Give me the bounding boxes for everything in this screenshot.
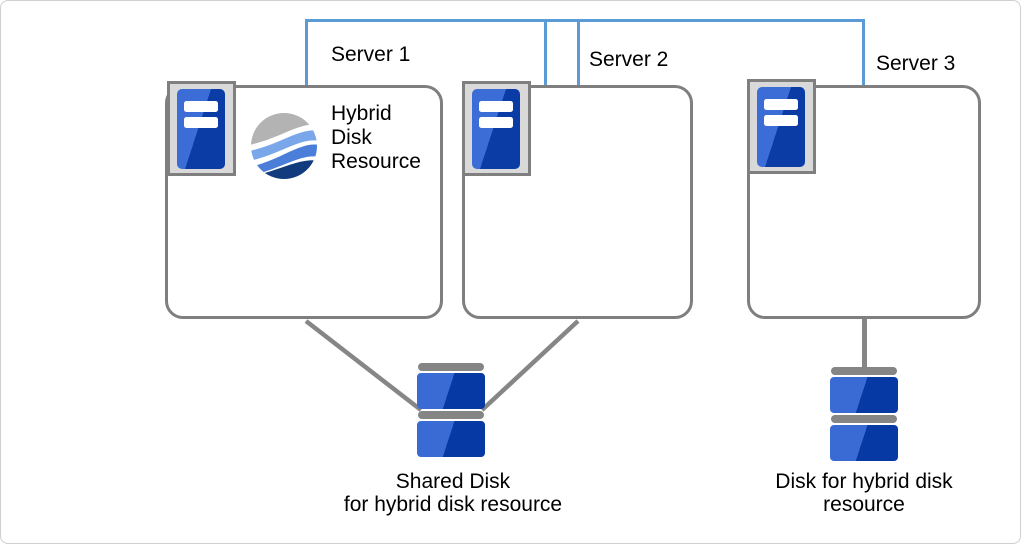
- hybrid-disk-resource-label: Hybrid Disk Resource: [331, 102, 421, 174]
- disk-platter: [830, 377, 898, 413]
- disk-platter: [417, 421, 485, 457]
- shared-disk-label: Shared Disk for hybrid disk resource: [331, 470, 575, 516]
- disk-connector-line: [304, 319, 423, 412]
- server-icon-slot: [479, 117, 513, 128]
- disk-cap: [418, 363, 484, 371]
- hybrid-disk-label: Disk for hybrid disk resource: [754, 470, 974, 516]
- shared-disk-label-line: for hybrid disk resource: [343, 493, 563, 516]
- server-icon-slot: [764, 115, 798, 126]
- disk-cap: [831, 367, 897, 375]
- server-icon-slot: [764, 99, 798, 110]
- server-icon-slot: [184, 101, 218, 112]
- server-icon-body: [177, 89, 225, 169]
- server-icon: [462, 81, 531, 176]
- disk-connector-lines: [304, 318, 867, 412]
- hybrid-disk-resource-label-line: Hybrid: [331, 102, 392, 125]
- server-icon: [747, 79, 816, 174]
- server-icon-slot: [184, 117, 218, 128]
- disk-cap: [418, 411, 484, 419]
- hybrid-disk-resource-label-line: Disk: [331, 126, 372, 149]
- hybrid-disk-icon: [830, 367, 898, 461]
- server-icon-body: [472, 89, 520, 169]
- interconnect-lines: [305, 19, 865, 85]
- hybrid-disk-resource-icon: [251, 113, 317, 179]
- shared-disk-icon: [417, 363, 485, 457]
- shared-disk-label-line: Shared Disk: [395, 470, 511, 493]
- interconnect-line: [305, 19, 865, 85]
- server-2-box: [462, 85, 693, 319]
- hybrid-disk-label-line: resource: [823, 493, 905, 516]
- server-icon-slot: [479, 101, 513, 112]
- server-icon-body: [757, 87, 805, 167]
- disk-cap: [831, 415, 897, 423]
- hybrid-disk-resource-label-line: Resource: [331, 150, 421, 173]
- disk-connector-line: [480, 319, 580, 412]
- hybrid-disk-label-line: Disk for hybrid disk: [775, 470, 953, 493]
- server-3-label: Server 3: [876, 52, 956, 75]
- server-2-label: Server 2: [589, 48, 669, 71]
- server-1-label: Server 1: [331, 43, 411, 66]
- disk-platter: [830, 425, 898, 461]
- server-icon: [167, 81, 236, 176]
- disk-platter: [417, 373, 485, 409]
